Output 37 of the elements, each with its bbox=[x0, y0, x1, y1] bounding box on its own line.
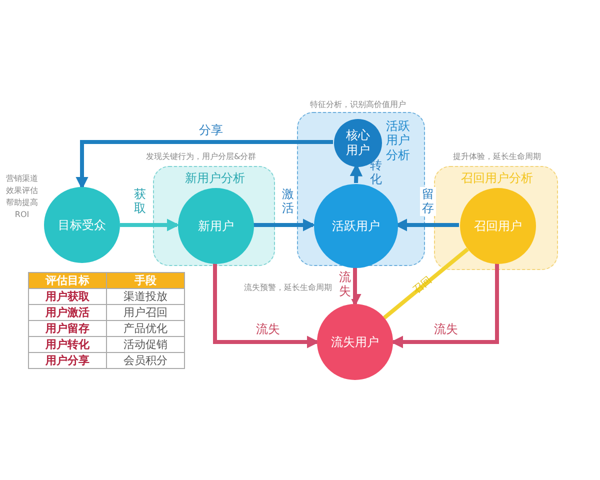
note-text: 提升体验，延长生命周期 bbox=[453, 152, 541, 162]
group-title: 活跃用户分析 bbox=[386, 119, 411, 162]
connector-line bbox=[383, 248, 469, 320]
group-title: 新用户分析 bbox=[184, 171, 246, 186]
table-cell: 用户激活 bbox=[28, 304, 106, 320]
user-circle: 召回用户 bbox=[460, 188, 536, 264]
arrow bbox=[253, 218, 316, 232]
table-cell: 用户留存 bbox=[28, 320, 106, 336]
table-cell: 用户获取 bbox=[28, 288, 106, 304]
edge-label: 获取 bbox=[132, 187, 148, 216]
arrow bbox=[348, 267, 362, 307]
table-cell: 用户转化 bbox=[28, 336, 106, 352]
arrow bbox=[120, 218, 180, 232]
note-text: 营销渠道效果评估帮助提高ROI bbox=[5, 173, 39, 221]
edge-label: 流失 bbox=[255, 322, 281, 336]
user-circle: 流失用户 bbox=[317, 304, 393, 380]
table-cell: 活动促销 bbox=[106, 336, 184, 352]
table-cell: 产品优化 bbox=[106, 320, 184, 336]
edge-label: 激活 bbox=[280, 187, 296, 216]
table-header-cell: 手段 bbox=[106, 272, 184, 288]
edge-label: 召回 bbox=[410, 274, 435, 298]
group-title: 召回用户分析 bbox=[460, 171, 534, 186]
edge-label: 流失 bbox=[433, 322, 459, 336]
note-text: 特征分析，识别高价值用户 bbox=[310, 100, 406, 110]
arrow bbox=[76, 140, 333, 190]
table-cell: 用户分享 bbox=[28, 352, 106, 368]
table-cell: 用户召回 bbox=[106, 304, 184, 320]
table-cell: 渠道投放 bbox=[106, 288, 184, 304]
table-header-cell: 评估目标 bbox=[28, 272, 106, 288]
note-text: 发现关键行为，用户分层&分群 bbox=[146, 152, 256, 162]
user-circle: 新用户 bbox=[178, 188, 254, 264]
edge-label: 流失 bbox=[337, 270, 354, 299]
note-text: 流失预警，延长生命周期 bbox=[244, 283, 332, 294]
edge-label: 分享 bbox=[198, 123, 224, 138]
user-circle: 活跃用户 bbox=[314, 184, 398, 268]
table-cell: 会员积分 bbox=[106, 352, 184, 368]
edge-label: 留存 bbox=[420, 187, 436, 216]
